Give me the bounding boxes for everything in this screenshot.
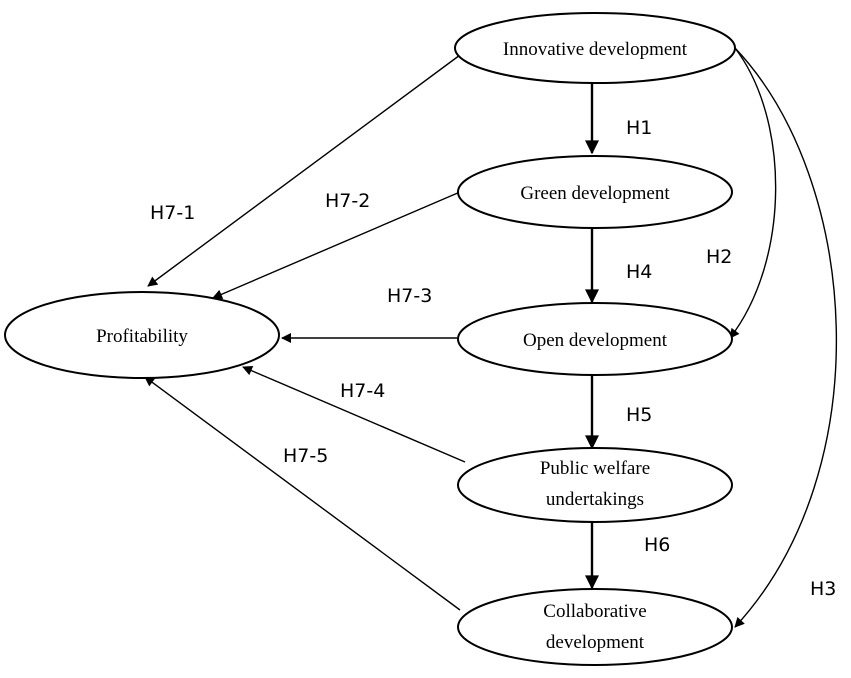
edge-h7-4-arrow bbox=[242, 365, 466, 463]
node-open-development: Open development bbox=[457, 302, 733, 376]
edge-h7-2-arrow bbox=[212, 191, 461, 300]
edge-h7-1-arrow bbox=[147, 54, 461, 287]
node-green-shape bbox=[457, 155, 733, 229]
edge-labels: H1 H2 H3 H4 H5 H6 H7-1 H7-2 H7-3 H7-4 H7… bbox=[150, 117, 836, 600]
edge-label-h4: H4 bbox=[626, 261, 652, 283]
node-profitability-label: Profitability bbox=[96, 326, 188, 347]
node-collaborative-line1: Collaborative bbox=[543, 601, 646, 622]
edge-label-h7-4: H7-4 bbox=[340, 380, 385, 402]
node-innovative-label: Innovative development bbox=[503, 39, 688, 60]
node-profitability: Profitability bbox=[4, 291, 280, 379]
node-public-welfare-line1: Public welfare bbox=[540, 458, 650, 479]
node-profitability-shape bbox=[4, 291, 280, 379]
edge-h3-arrow bbox=[734, 47, 838, 628]
node-public-welfare-shape bbox=[457, 447, 733, 523]
node-innovative-development: Innovative development bbox=[454, 12, 736, 84]
edge-h2-arrow bbox=[729, 47, 777, 339]
edge-label-h7-2: H7-2 bbox=[325, 190, 370, 212]
edge-label-h7-3: H7-3 bbox=[387, 285, 432, 307]
node-public-welfare-undertakings: Public welfare undertakings bbox=[457, 447, 733, 523]
edge-label-h7-5: H7-5 bbox=[283, 445, 328, 467]
edge-label-h7-1: H7-1 bbox=[150, 202, 195, 224]
node-collaborative-development: Collaborative development bbox=[457, 588, 733, 666]
edge-label-h3: H3 bbox=[810, 578, 836, 600]
node-green-label: Green development bbox=[520, 183, 670, 204]
node-collaborative-line2: development bbox=[546, 632, 645, 653]
edges bbox=[144, 47, 838, 628]
edge-label-h5: H5 bbox=[626, 404, 652, 426]
node-public-welfare-line2: undertakings bbox=[546, 489, 644, 510]
node-open-shape bbox=[457, 302, 733, 376]
edge-label-h6: H6 bbox=[644, 534, 670, 556]
edge-label-h1: H1 bbox=[626, 117, 652, 139]
edge-h7-5-arrow bbox=[144, 376, 461, 611]
node-green-development: Green development bbox=[457, 155, 733, 229]
node-innovative-shape bbox=[454, 12, 736, 84]
node-open-label: Open development bbox=[523, 330, 668, 351]
edge-label-h2: H2 bbox=[706, 246, 732, 268]
node-collaborative-shape bbox=[457, 588, 733, 666]
